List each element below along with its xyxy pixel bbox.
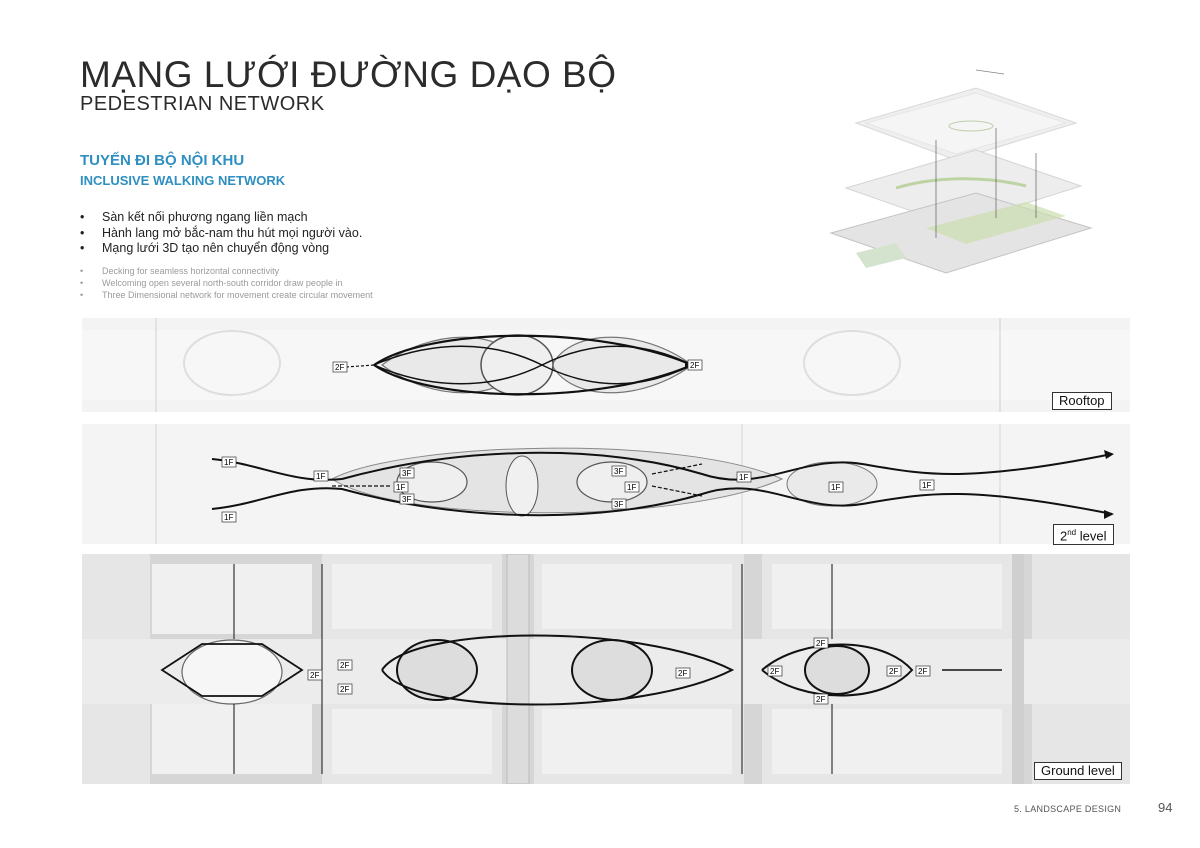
floor-tag: 1F [224, 513, 233, 522]
page-number: 94 [1158, 800, 1173, 815]
floor-tag: 2F [770, 667, 779, 676]
floor-tag: 3F [614, 467, 623, 476]
page-subtitle: PEDESTRIAN NETWORK [80, 93, 325, 115]
level-label-ground: Ground level [1034, 762, 1122, 780]
floor-tag: 1F [396, 483, 405, 492]
floor-tag: 2F [889, 667, 898, 676]
floor-tag: 2F [678, 669, 687, 678]
second-level-plan: 1F 1F 1F 3F 1F 3F 3F 1F 3F 1F 1F 1F 2nd … [82, 424, 1130, 546]
floor-tag: 2F [335, 363, 344, 372]
floor-tag: 1F [224, 458, 233, 467]
bullet-item: Decking for seamless horizontal connecti… [80, 266, 373, 278]
axonometric-diagram [826, 68, 1106, 288]
level-label-rooftop: Rooftop [1052, 392, 1112, 410]
floor-tag: 2F [918, 667, 927, 676]
level-label-second: 2nd level [1053, 524, 1114, 546]
floor-tag: 2F [340, 661, 349, 670]
section-title: TUYẾN ĐI BỘ NỘI KHU [80, 152, 245, 169]
floor-tag: 1F [627, 483, 636, 492]
floor-tag: 2F [690, 361, 699, 370]
floor-tag: 3F [402, 469, 411, 478]
bullet-item: Mạng lưới 3D tạo nên chuyển động vòng [80, 241, 362, 257]
floor-tag: 1F [739, 473, 748, 482]
section-subtitle: INCLUSIVE WALKING NETWORK [80, 173, 286, 188]
bullet-item: Sàn kết nối phương ngang liền mạch [80, 210, 362, 226]
bullet-item: Welcoming open several north-south corri… [80, 278, 373, 290]
bullet-item: Three Dimensional network for movement c… [80, 290, 373, 302]
floor-tag: 1F [831, 483, 840, 492]
footer-section-label: 5. LANDSCAPE DESIGN [1014, 804, 1122, 814]
ground-level-svg: 2F 2F 2F 2F 2F 2F 2F 2F 2F [82, 554, 1130, 784]
floor-tag: 2F [310, 671, 319, 680]
bullet-item: Hành lang mở bắc-nam thu hút mọi người v… [80, 226, 362, 242]
floor-tag: 1F [316, 472, 325, 481]
axonometric-svg [829, 69, 1093, 274]
level-label-number: 2 [1060, 528, 1068, 544]
ground-level-plan: 2F 2F 2F 2F 2F 2F 2F 2F 2F Ground level [82, 554, 1130, 784]
floor-tag: 2F [816, 639, 825, 648]
bullet-list-vn: Sàn kết nối phương ngang liền mạch Hành … [80, 210, 362, 257]
rooftop-svg: 2F 2F [82, 318, 1130, 412]
floor-tag: 3F [614, 500, 623, 509]
floor-tag: 1F [922, 481, 931, 490]
page-title: MẠNG LƯỚI ĐƯỜNG DẠO BỘ [80, 54, 617, 95]
floor-tag: 2F [340, 685, 349, 694]
floor-tag: 2F [816, 695, 825, 704]
level-label-text: level [1076, 528, 1107, 544]
level-label-suffix: nd [1067, 528, 1077, 537]
floor-tag: 3F [402, 495, 411, 504]
rooftop-plan: 2F 2F Rooftop [82, 318, 1130, 412]
bullet-list-en: Decking for seamless horizontal connecti… [80, 266, 373, 302]
second-level-svg: 1F 1F 1F 3F 1F 3F 3F 1F 3F 1F 1F 1F [82, 424, 1130, 544]
